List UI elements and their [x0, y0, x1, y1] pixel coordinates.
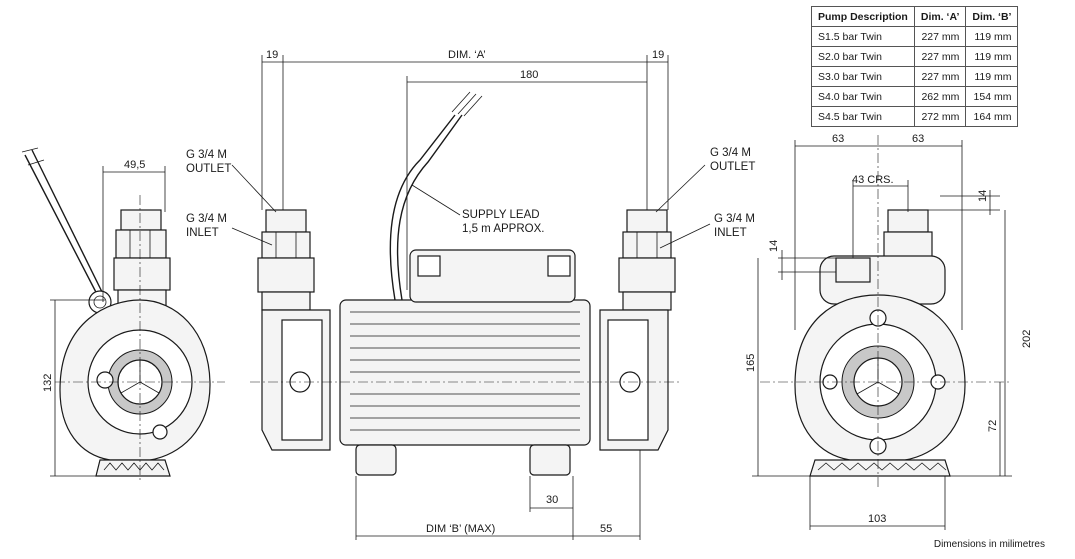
end-view-right: 63 63 43 CRS. 14 14 165 202 72 103 — [745, 133, 1033, 530]
dim-port-side: 14 — [768, 240, 780, 252]
label-supply-lead-1: SUPPLY LEAD — [462, 209, 540, 221]
table-cell: 227 mm — [913, 46, 967, 67]
dim-side-width: 49,5 — [124, 159, 145, 171]
dim-top-right: 19 — [652, 49, 664, 61]
dim-centres: 43 CRS. — [852, 174, 894, 186]
table-cell: 119 mm — [965, 46, 1019, 67]
label-outlet-left-1: G 3/4 M — [186, 149, 227, 161]
front-view: 19 19 DIM. ‘A’ 180 — [231, 49, 711, 540]
label-inlet-left-1: G 3/4 M — [186, 213, 227, 225]
dimension-table: Pump Description Dim. ‘A’ Dim. ‘B’ S1.5 … — [811, 6, 1019, 127]
table-header: Dim. ‘B’ — [965, 6, 1019, 27]
label-outlet-right-2: OUTLET — [710, 161, 755, 173]
table-header-row: Pump Description Dim. ‘A’ Dim. ‘B’ — [811, 6, 1019, 27]
dim-side-height: 132 — [42, 374, 54, 392]
dim-foot: 30 — [546, 494, 558, 506]
table-cell: S3.0 bar Twin — [811, 66, 915, 87]
side-view-left: 49,5 132 — [21, 147, 225, 480]
label-inlet-right-1: G 3/4 M — [714, 213, 755, 225]
dim-top-left: 19 — [266, 49, 278, 61]
table-header: Pump Description — [811, 6, 915, 27]
table-row: S1.5 bar Twin 227 mm 119 mm — [811, 26, 1019, 47]
table-cell: 154 mm — [965, 86, 1019, 107]
table-header: Dim. ‘A’ — [913, 6, 967, 27]
table-cell: 262 mm — [913, 86, 967, 107]
motor-fins — [350, 311, 580, 431]
table-cell: S4.5 bar Twin — [811, 106, 915, 127]
label-inlet-left-2: INLET — [186, 227, 219, 239]
dim-base: 103 — [868, 513, 886, 525]
table-row: S2.0 bar Twin 227 mm 119 mm — [811, 46, 1019, 67]
table-cell: S4.0 bar Twin — [811, 86, 915, 107]
table-row: S3.0 bar Twin 227 mm 119 mm — [811, 66, 1019, 87]
dim-port-top: 14 — [977, 190, 989, 202]
label-outlet-right-1: G 3/4 M — [710, 147, 751, 159]
dim-end-h202: 202 — [1021, 330, 1033, 348]
dim-end-left: 63 — [832, 133, 844, 145]
table-cell: 227 mm — [913, 66, 967, 87]
table-cell: 272 mm — [913, 106, 967, 127]
table-cell: S2.0 bar Twin — [811, 46, 915, 67]
units-footnote: Dimensions in milimetres — [933, 539, 1045, 550]
dim-end-right: 63 — [912, 133, 924, 145]
label-supply-lead-2: 1,5 m APPROX. — [462, 223, 544, 235]
table-cell: 119 mm — [965, 26, 1019, 47]
dim-overhang: 55 — [600, 523, 612, 535]
label-outlet-left-2: OUTLET — [186, 163, 231, 175]
table-cell: 227 mm — [913, 26, 967, 47]
table-row: S4.5 bar Twin 272 mm 164 mm — [811, 106, 1019, 127]
table-cell: 119 mm — [965, 66, 1019, 87]
dim-end-h165: 165 — [745, 354, 757, 372]
table-row: S4.0 bar Twin 262 mm 154 mm — [811, 86, 1019, 107]
table-cell: S1.5 bar Twin — [811, 26, 915, 47]
dim-a-label: DIM. ‘A’ — [448, 49, 486, 61]
label-inlet-right-2: INLET — [714, 227, 747, 239]
dim-b-label: DIM ‘B’ (MAX) — [426, 523, 495, 535]
dim-end-h72: 72 — [987, 420, 999, 432]
dim-lead-span: 180 — [520, 69, 538, 81]
table-cell: 164 mm — [965, 106, 1019, 127]
